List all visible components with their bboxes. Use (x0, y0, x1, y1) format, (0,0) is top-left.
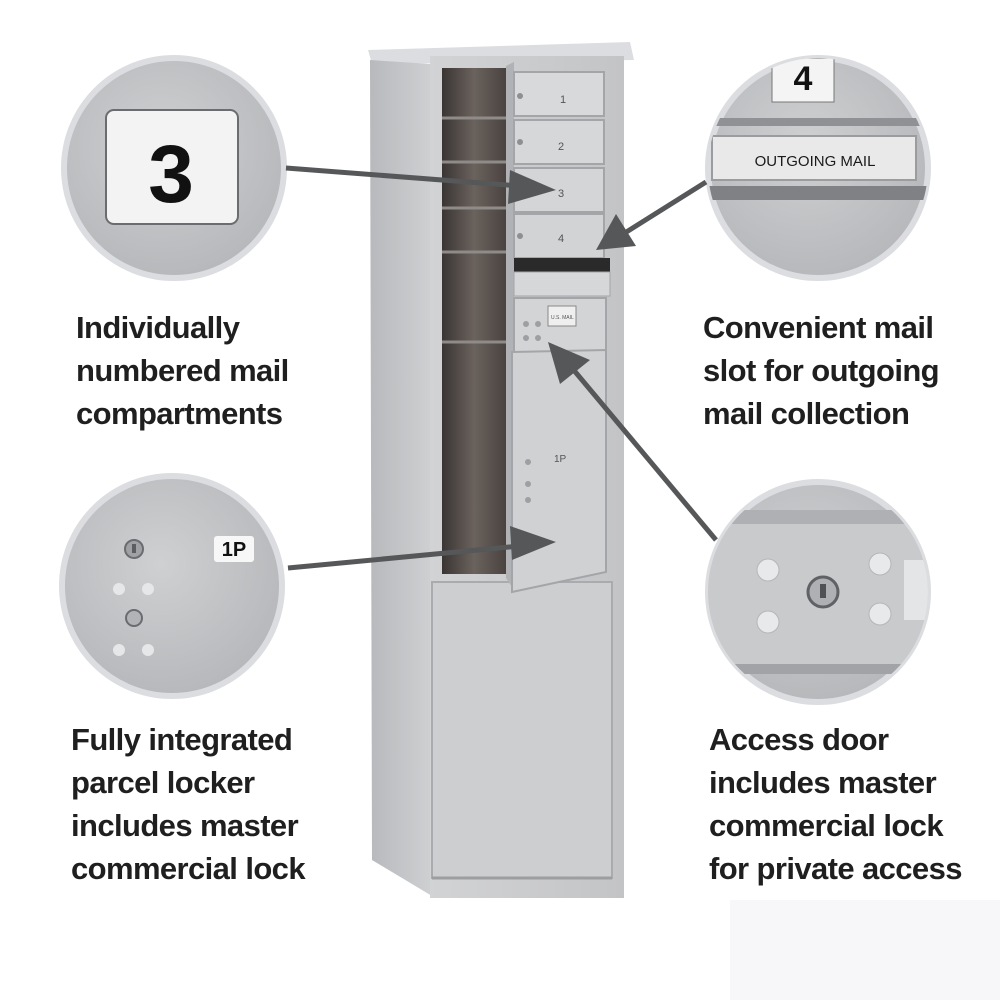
door-label-1p: 1P (554, 454, 567, 465)
outgoing-mail-label: OUTGOING MAIL (755, 153, 876, 170)
arrowheads (508, 170, 636, 560)
callout-outgoing-slot: 4 OUTGOING MAIL (705, 55, 931, 281)
door-number-1: 1 (560, 94, 566, 106)
callout-compartment-number: 3 (61, 55, 287, 281)
arrow-to-compartment (285, 165, 521, 189)
caption-parcel-locker: Fully integrated parcel locker includes … (71, 722, 306, 886)
lower-panel (431, 581, 613, 879)
compartment-door-1 (513, 71, 605, 117)
arrowhead (508, 170, 556, 204)
compartment-doors (513, 71, 605, 259)
door-number-3: 3 (558, 188, 564, 200)
access-door-label: U.S. MAIL (551, 315, 574, 321)
door-number-2: 2 (558, 141, 564, 153)
callout-parcel-locker: 1P (59, 473, 285, 699)
caption-mail-slot: Convenient mail slot for outgoing mail c… (703, 310, 940, 431)
caption-access-door: Access door includes master commercial l… (709, 722, 962, 886)
arrowhead (510, 526, 556, 560)
lock-icon (125, 609, 143, 627)
arrowhead (596, 214, 636, 250)
arrow-to-parcel-locker (287, 543, 521, 571)
outgoing-slot (514, 258, 610, 272)
compartment-door-2 (513, 119, 605, 165)
callout-label-1p: 1P (222, 539, 246, 561)
callout-number-3: 3 (148, 129, 194, 220)
parcel-locker-door (511, 348, 607, 594)
cabinet-side (370, 60, 432, 896)
arrowhead (548, 342, 590, 384)
background-patch (730, 900, 1000, 1000)
pointer-arrows (285, 165, 718, 571)
arrow-to-access-door (570, 366, 718, 542)
caption-numbered-compartments: Individually numbered mail compartments (76, 310, 289, 431)
compartment-door-4 (513, 213, 605, 259)
door-number-4: 4 (558, 233, 564, 245)
open-interior (442, 68, 506, 574)
arrow-to-slot (618, 179, 708, 239)
mailbox-cabinet: 1 2 3 4 1P U.S. MAIL (368, 42, 634, 898)
callout-access-door (705, 479, 931, 705)
callout-number-4: 4 (794, 60, 813, 98)
